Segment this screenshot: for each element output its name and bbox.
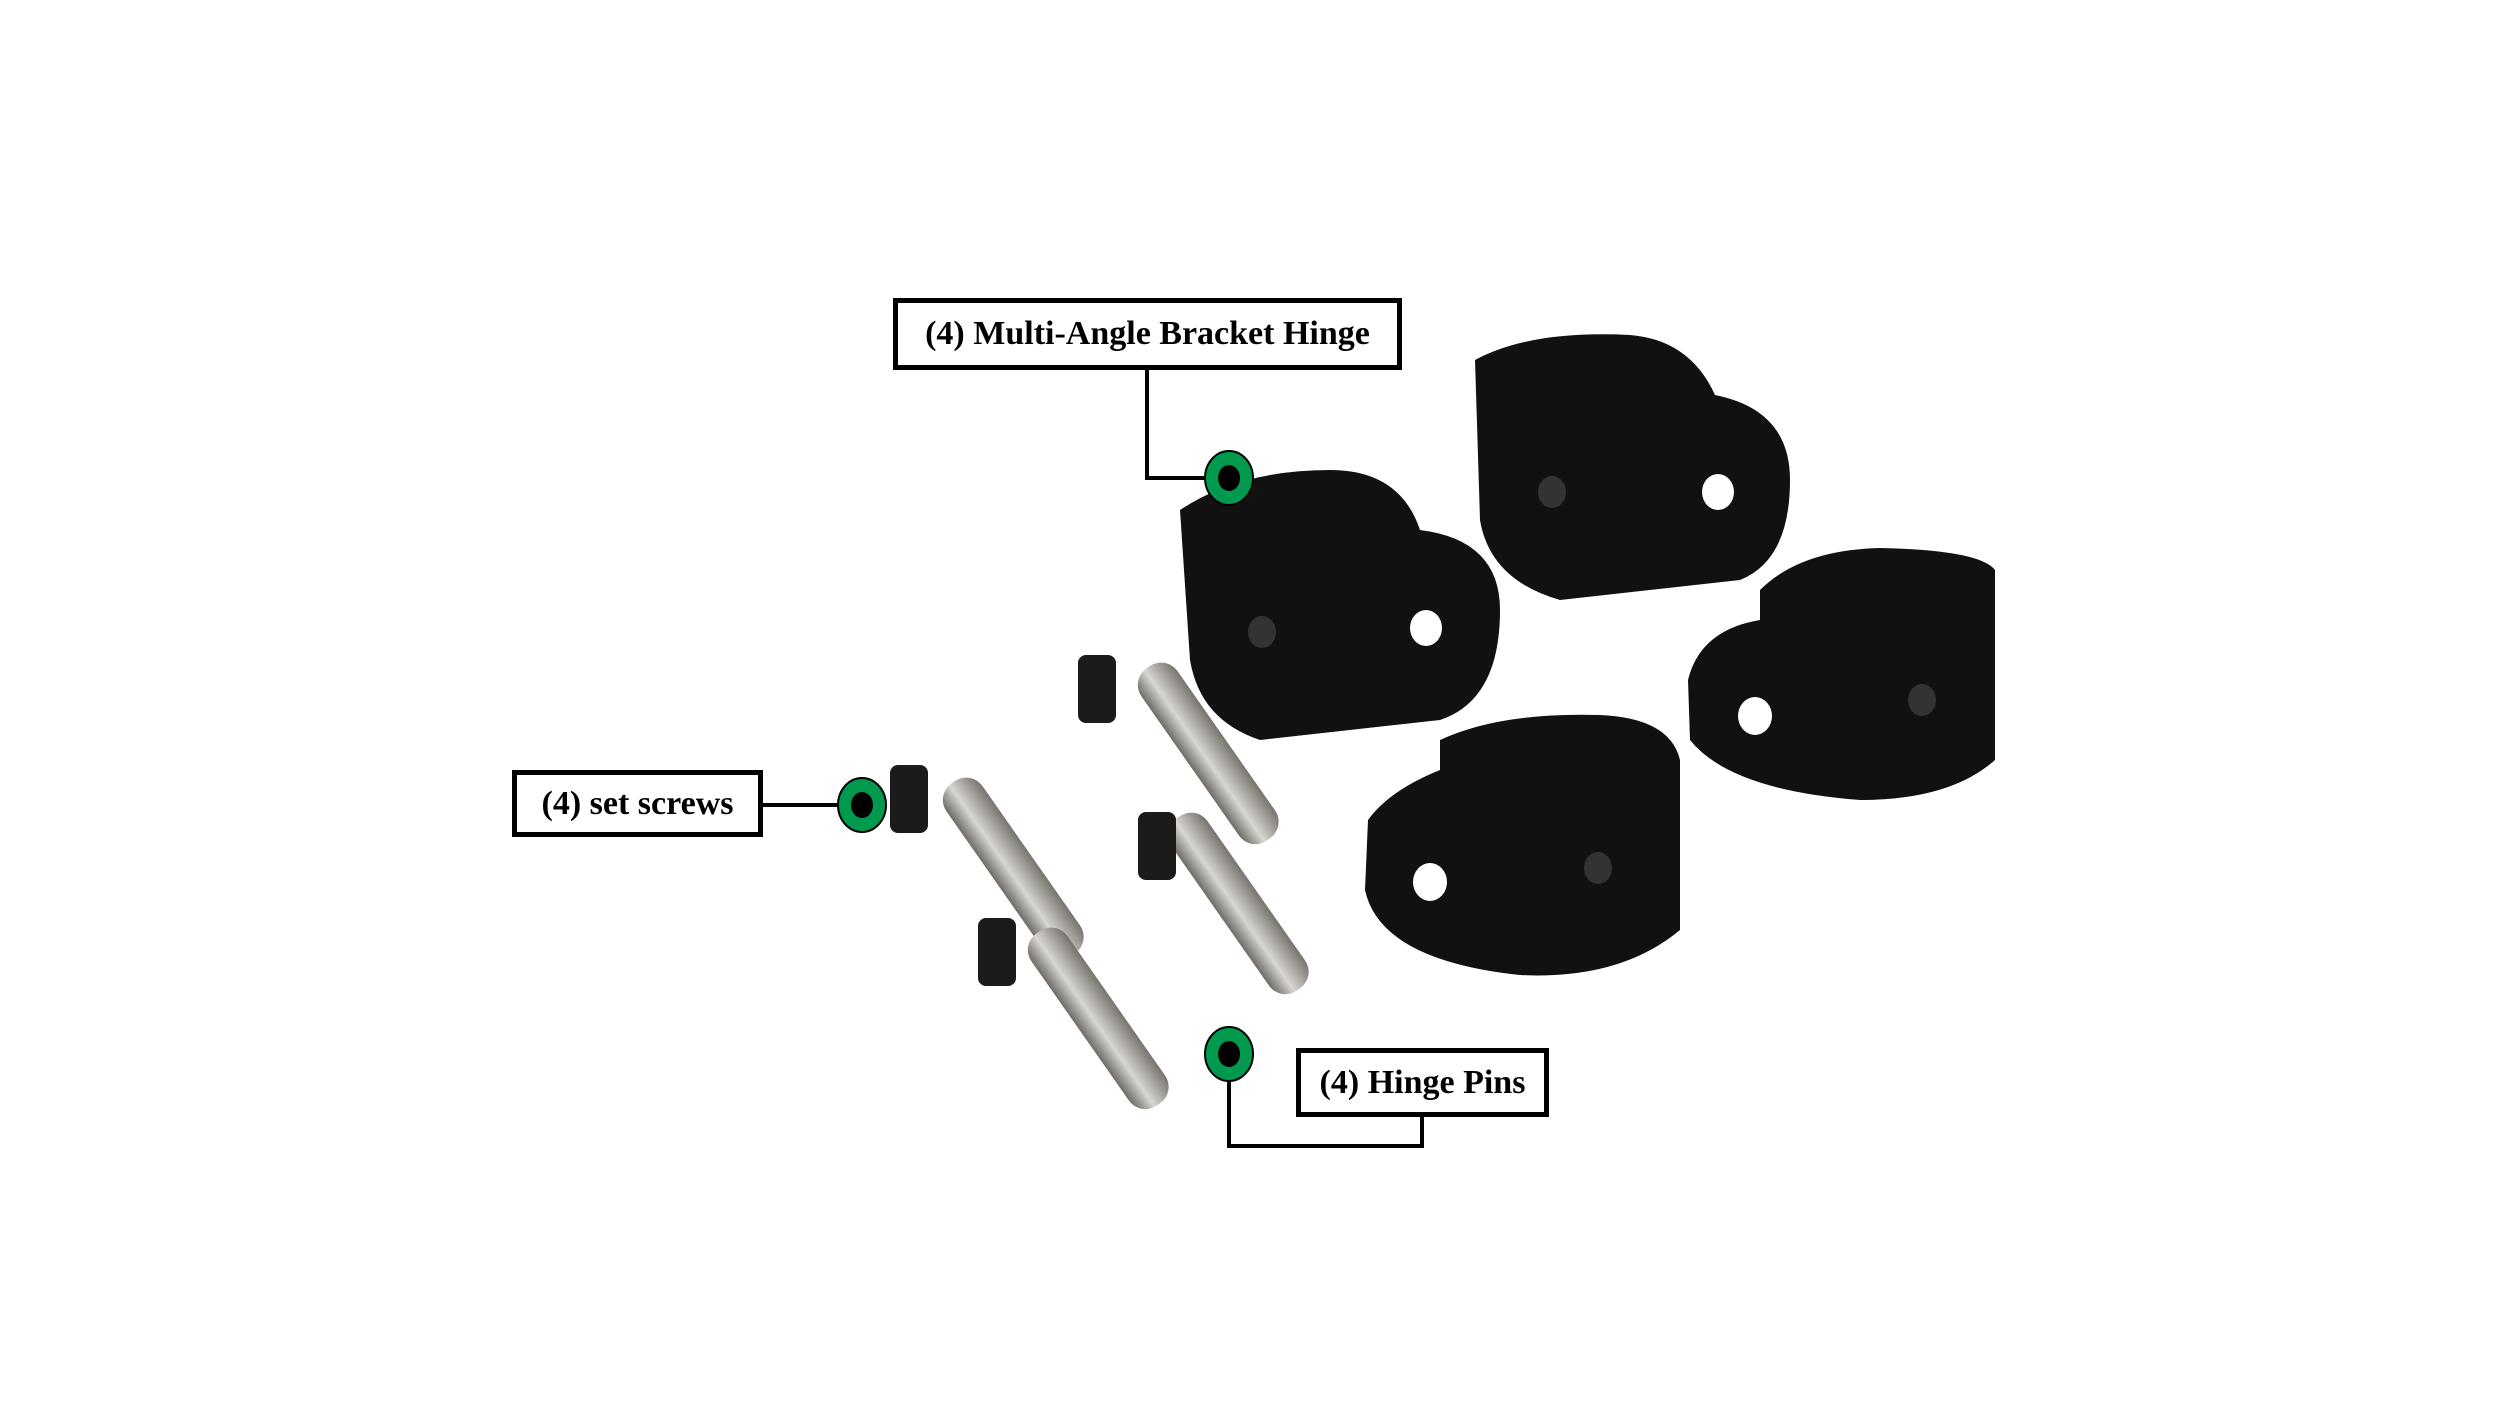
callout-set-screws: (4) set screws <box>512 770 763 837</box>
bracket-hinge-2 <box>1475 334 1790 600</box>
bracket-hinge-1 <box>1180 470 1500 740</box>
set-screw-3 <box>1138 812 1176 880</box>
callout-hinge-pins: (4) Hinge Pins <box>1296 1048 1549 1117</box>
hinge-pin-4 <box>1027 927 1169 1110</box>
set-screw-1 <box>1078 655 1116 723</box>
marker-pins <box>1204 1026 1254 1082</box>
set-screw-2 <box>890 765 928 833</box>
hinge-pin-2 <box>942 777 1084 960</box>
callout-bracket-hinge: (4) Multi-Angle Bracket Hinge <box>893 298 1402 370</box>
hinge-pin-1 <box>1137 662 1279 845</box>
leader-line-pins <box>1227 1078 1424 1148</box>
bracket-hinge-3 <box>1365 714 1680 976</box>
set-screw-4 <box>978 918 1016 986</box>
hinge-pin-3 <box>1167 812 1309 995</box>
bracket-hinge-4 <box>1688 548 1995 800</box>
leader-line-bracket <box>1145 370 1205 480</box>
marker-screws <box>837 777 887 833</box>
marker-bracket <box>1204 450 1254 506</box>
